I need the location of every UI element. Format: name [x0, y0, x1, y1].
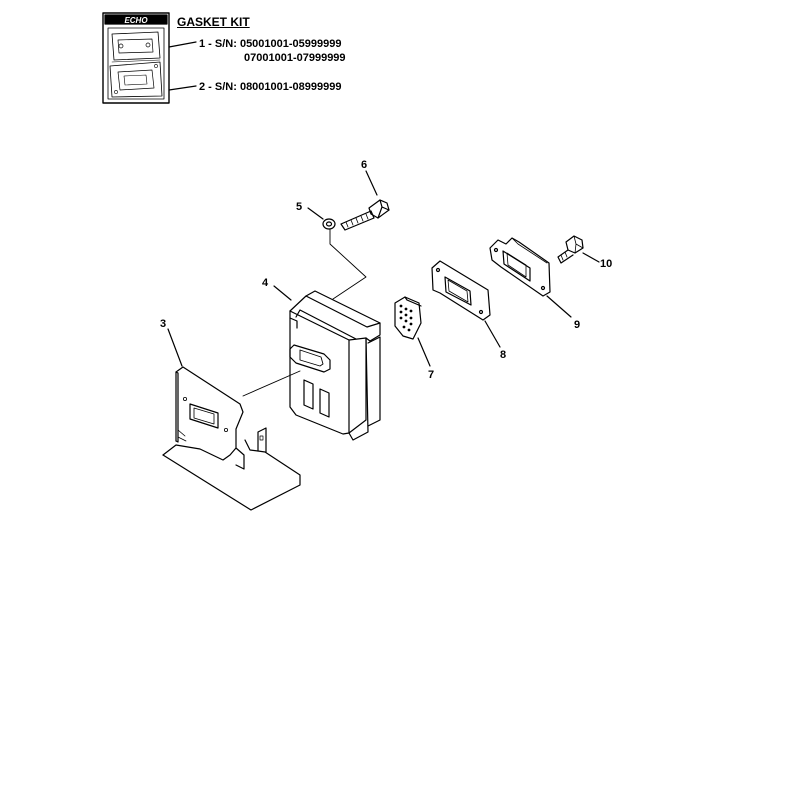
part-6-leader: [365, 170, 378, 196]
part-5-washer: [322, 218, 336, 230]
part-4-muffler: [289, 290, 381, 441]
callout-8: 8: [500, 349, 506, 361]
part-6-bolt: [340, 199, 390, 231]
part-9-plate: [489, 237, 551, 297]
shield-connector-line: [242, 370, 301, 397]
kit-title: GASKET KIT: [177, 15, 250, 29]
gasket-kit-thumbnail: [102, 12, 170, 104]
kit-leader-1: [168, 41, 197, 48]
callout-6: 6: [361, 159, 367, 171]
part-3-heat-shield: [162, 366, 301, 511]
kit-leader-2: [168, 85, 197, 91]
part-10-leader: [582, 252, 600, 263]
part-7-leader: [417, 337, 431, 367]
callout-4: 4: [262, 277, 269, 289]
callout-10: 10: [600, 258, 612, 270]
part-10-screw: [557, 235, 584, 264]
callout-9: 9: [574, 319, 580, 331]
callout-3: 3: [160, 318, 166, 330]
part-8-gasket: [431, 260, 491, 321]
part-8-leader: [484, 320, 501, 348]
kit-serial-range-1b: 07001001-07999999: [244, 52, 346, 64]
part-7-screen: [394, 296, 422, 340]
part-9-leader: [546, 295, 572, 318]
callout-7: 7: [428, 369, 434, 381]
part-3-leader: [167, 328, 183, 367]
part-4-leader: [273, 285, 292, 301]
callout-5: 5: [296, 201, 302, 213]
brand-logo: ECHO: [124, 16, 148, 25]
bolt-alignment-line: [329, 228, 367, 300]
kit-serial-range-2: 2 - S/N: 08001001-08999999: [199, 81, 342, 93]
kit-serial-range-1: 1 - S/N: 05001001-05999999: [199, 38, 342, 50]
part-5-leader: [307, 207, 324, 220]
